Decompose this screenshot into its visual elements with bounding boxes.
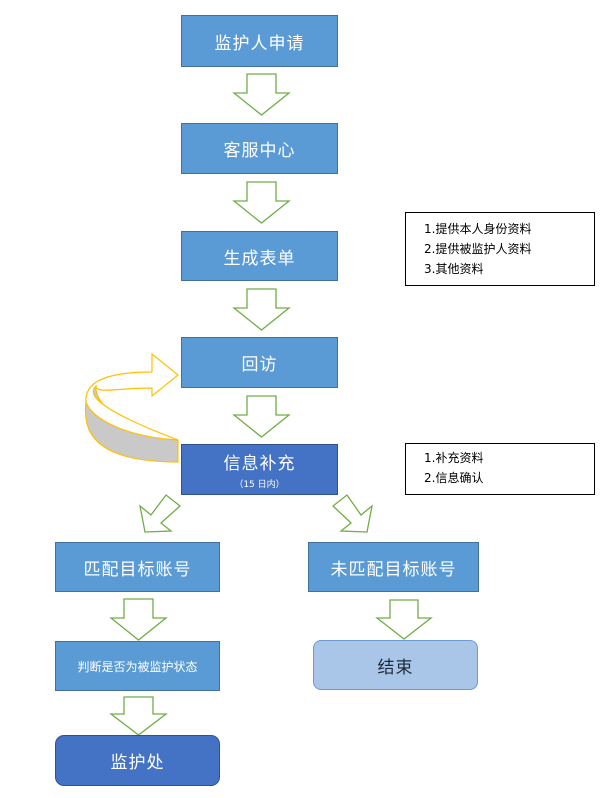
arrow-apply-to-service xyxy=(232,73,291,116)
node-callback: 回访 xyxy=(181,337,338,388)
node-callback-label: 回访 xyxy=(241,355,278,375)
node-guardian-apply-label: 监护人申请 xyxy=(214,33,305,54)
node-matched-account-label: 匹配目标账号 xyxy=(83,559,192,580)
node-end-label: 结束 xyxy=(377,657,414,678)
node-guardian-office: 监护处 xyxy=(55,735,220,786)
note-form-materials: 1.提供本人身份资料 2.提供被监护人资料 3.其他资料 xyxy=(405,212,595,286)
arrow-supplement-to-matched xyxy=(139,494,182,533)
node-info-supplement-deadline: （15 日内） xyxy=(234,480,285,490)
node-end: 结束 xyxy=(313,640,478,690)
note-form-materials-item-3: 3.其他资料 xyxy=(424,262,484,276)
arrow-matched-to-judge xyxy=(109,598,168,641)
arrow-unmatched-to-end xyxy=(375,599,433,640)
note-supplement-items-item-1: 1.补充资料 xyxy=(424,451,484,465)
node-customer-service: 客服中心 xyxy=(181,123,338,174)
node-judge-status-label: 判断是否为被监护状态 xyxy=(77,659,198,674)
arrow-judge-to-guardian xyxy=(109,696,168,736)
loop-back-arrow xyxy=(85,352,179,441)
node-info-supplement: 信息补充 （15 日内） xyxy=(181,444,338,495)
node-judge-status: 判断是否为被监护状态 xyxy=(55,641,220,691)
node-guardian-apply: 监护人申请 xyxy=(181,15,338,67)
arrow-form-to-callback xyxy=(232,288,291,331)
arrow-service-to-form xyxy=(232,181,291,224)
note-form-materials-item-1: 1.提供本人身份资料 xyxy=(424,222,532,236)
node-generate-form-label: 生成表单 xyxy=(223,248,296,269)
note-supplement-items: 1.补充资料 2.信息确认 xyxy=(405,443,595,495)
node-unmatched-account: 未匹配目标账号 xyxy=(308,542,479,592)
node-customer-service-label: 客服中心 xyxy=(223,141,296,161)
node-guardian-office-label: 监护处 xyxy=(110,753,165,773)
node-generate-form: 生成表单 xyxy=(181,231,338,281)
arrow-callback-to-supplement xyxy=(232,395,291,438)
node-matched-account: 匹配目标账号 xyxy=(55,542,220,592)
arrow-supplement-to-unmatched xyxy=(332,494,373,533)
node-info-supplement-label: 信息补充 xyxy=(223,454,296,474)
node-unmatched-account-label: 未匹配目标账号 xyxy=(330,559,457,580)
note-form-materials-item-2: 2.提供被监护人资料 xyxy=(424,242,532,256)
note-supplement-items-item-2: 2.信息确认 xyxy=(424,471,484,485)
